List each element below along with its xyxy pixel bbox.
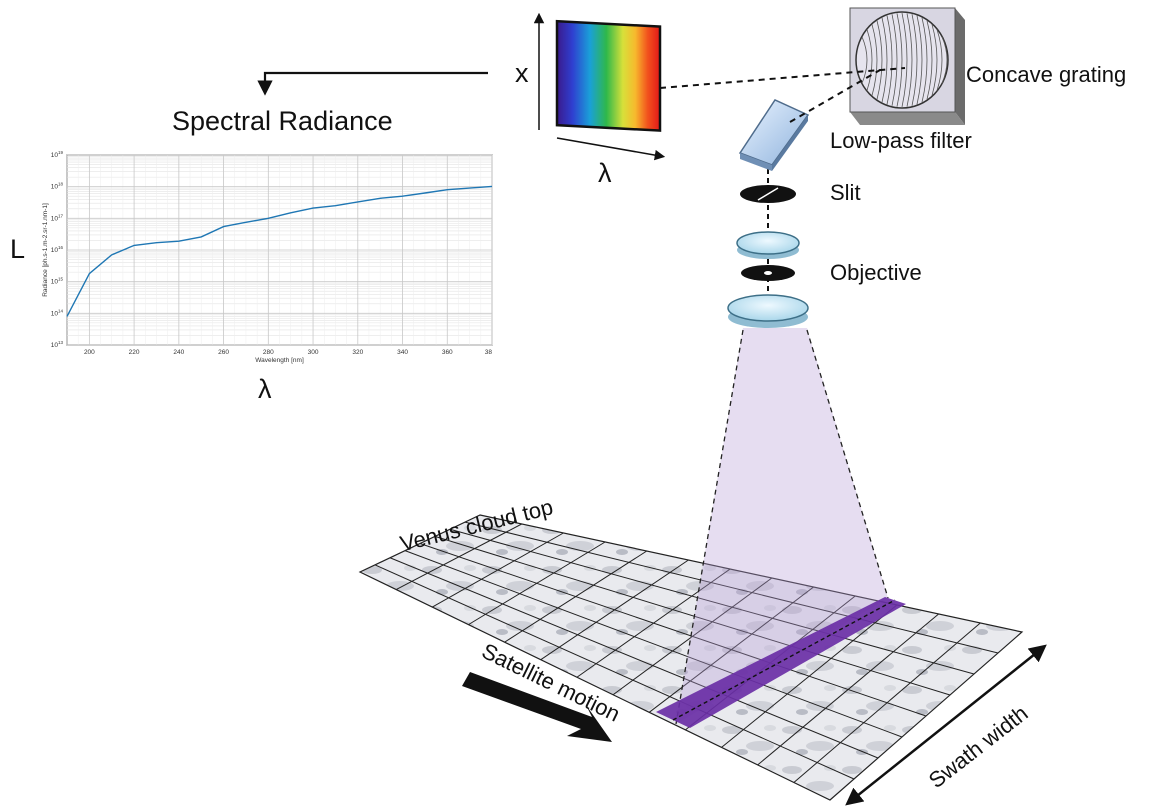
- grid-line: [389, 557, 879, 759]
- y-tick-label: 1016: [51, 245, 64, 254]
- x-tick-label: 360: [442, 349, 453, 356]
- grating-groove: [876, 20, 883, 100]
- y-tick-label: 1014: [51, 308, 64, 317]
- x-tick-label: 260: [218, 349, 229, 356]
- slit-disc: [740, 185, 796, 203]
- y-tick-label: 1019: [51, 150, 64, 159]
- grating-groove: [891, 14, 898, 106]
- objective-lens-large: [727, 294, 809, 328]
- grating-groove: [871, 24, 878, 96]
- x-tick-label: 200: [84, 349, 95, 356]
- grating-groove: [886, 15, 893, 105]
- detector-lambda-axis: [556, 137, 666, 161]
- grating-groove: [896, 13, 903, 107]
- x-tick-label: 38: [485, 349, 493, 356]
- grating-groove: [881, 17, 888, 103]
- low-pass-filter-element: [738, 99, 810, 171]
- readout-arrow: [257, 71, 488, 96]
- satellite-motion-arrow: [462, 672, 612, 742]
- cone-edge-right: [806, 329, 889, 599]
- grating-groove: [921, 17, 928, 103]
- x-axis-label: Wavelength [nm]: [255, 357, 304, 364]
- cone-edge-left: [675, 329, 744, 725]
- grating-groove: [941, 36, 948, 84]
- x-tick-label: 300: [308, 349, 319, 356]
- x-detector-symbol: x: [515, 58, 529, 88]
- grating-groove: [866, 29, 873, 91]
- concave-grating-element: [849, 7, 965, 125]
- x-tick-label: 320: [352, 349, 363, 356]
- x-tick-label: 340: [397, 349, 408, 356]
- grating-groove: [916, 15, 923, 105]
- objective-stop: [741, 265, 795, 281]
- concave-grating-label: Concave grating: [966, 62, 1127, 87]
- slit-label: Slit: [830, 180, 861, 205]
- grating-to-detector-path-a: [659, 67, 906, 89]
- y-tick-label: 1015: [51, 277, 64, 286]
- objective-label: Objective: [830, 260, 922, 285]
- x-tick-label: 280: [263, 349, 274, 356]
- grating-groove: [861, 36, 868, 84]
- grid-line: [404, 550, 903, 738]
- grid-line: [464, 521, 999, 654]
- lambda-detector-symbol: λ: [598, 158, 612, 188]
- grating-groove: [911, 14, 918, 106]
- L-axis-symbol: L: [10, 234, 26, 264]
- detector-spectrum: [555, 19, 662, 132]
- grid-line: [419, 543, 927, 717]
- collimator-lens: [736, 231, 800, 259]
- y-tick-label: 1018: [51, 182, 64, 191]
- grating-groove: [926, 20, 933, 100]
- grating-groove: [931, 24, 938, 96]
- y-tick-label: 1013: [51, 340, 64, 349]
- grating-groove: [906, 13, 913, 107]
- grid-line: [374, 564, 855, 780]
- spectral-radiance-chart: 1013 1014 1015 1016 1017 1018 1019 200 220 240 260…: [42, 150, 493, 364]
- lambda-chart-symbol: λ: [258, 374, 272, 404]
- x-tick-label: 220: [129, 349, 140, 356]
- spectral-radiance-title: Spectral Radiance: [172, 106, 393, 136]
- radiance-series-line: [66, 185, 493, 317]
- y-axis-label: Radiance [ph.s-1.m-2.sr-1.nm-1]: [42, 203, 49, 297]
- footprint-center-line: [672, 599, 896, 721]
- grating-groove: [901, 12, 908, 108]
- low-pass-filter-label: Low-pass filter: [830, 128, 972, 153]
- x-tick-label: 240: [173, 349, 184, 356]
- grating-groove: [936, 29, 943, 91]
- swath-width-arrow: [845, 644, 1047, 806]
- y-tick-label: 1017: [51, 213, 64, 222]
